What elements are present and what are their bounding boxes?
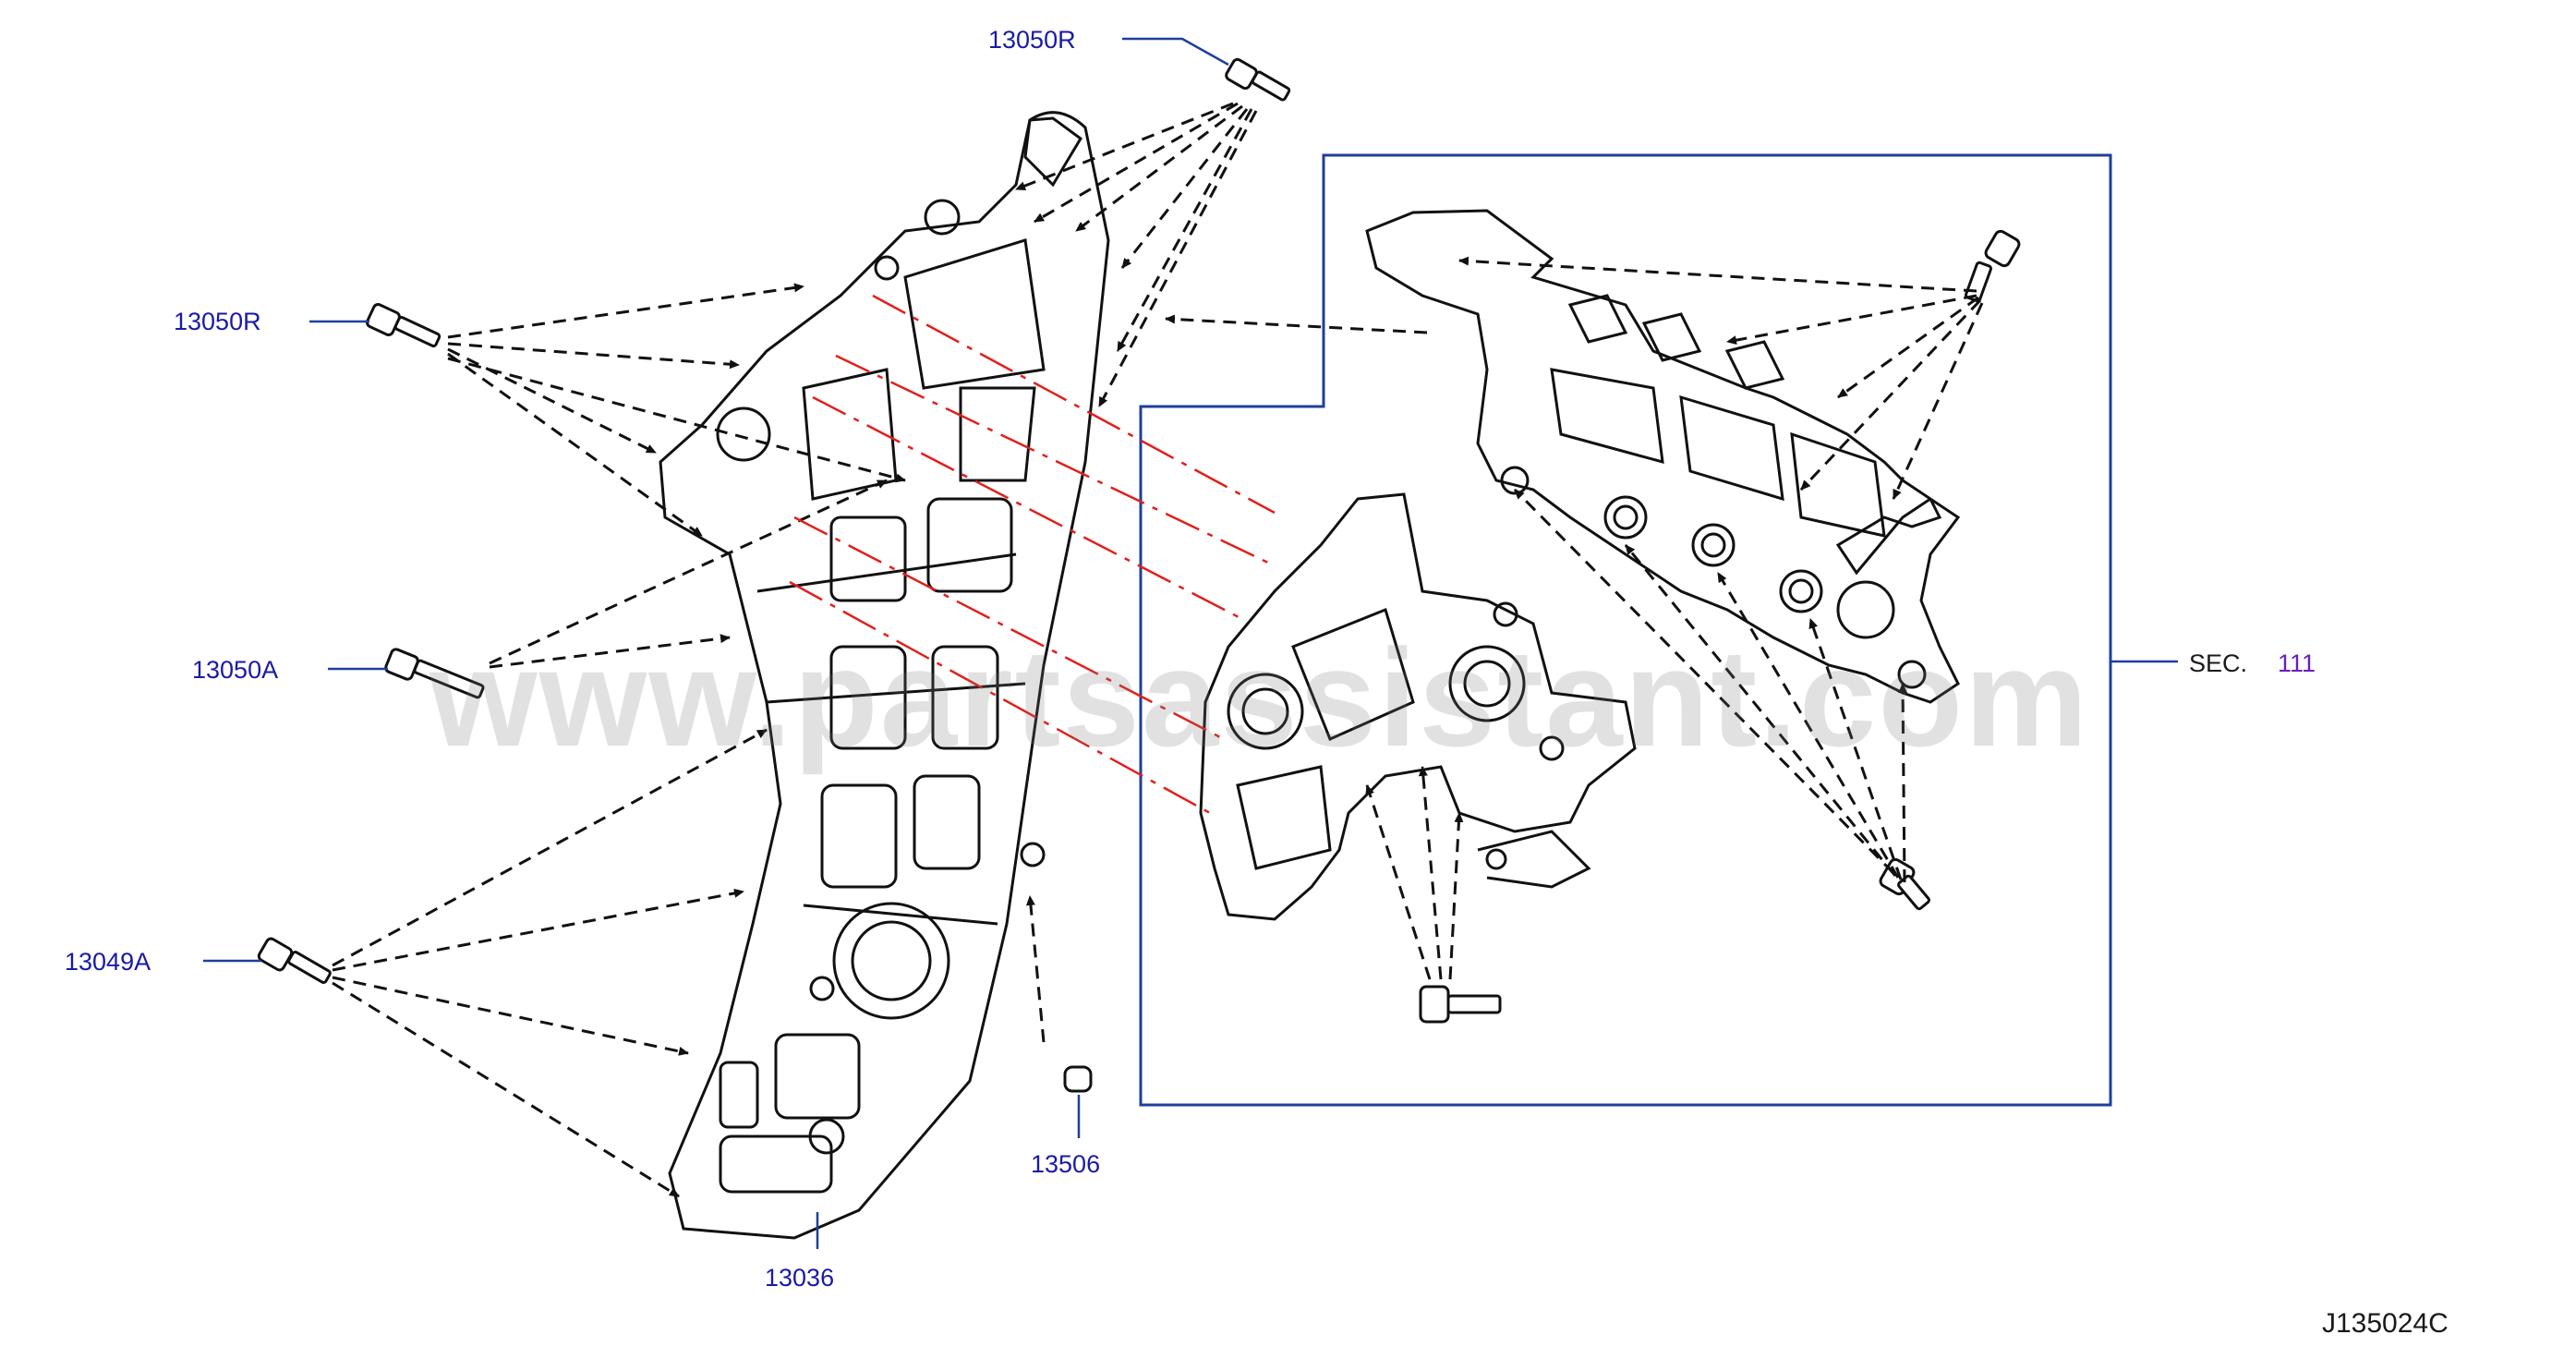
oil-pump-part xyxy=(1199,492,1637,921)
label-13036: 13036 xyxy=(765,1264,835,1292)
section-prefix: SEC. xyxy=(2189,649,2248,677)
bolt-top xyxy=(1225,57,1291,102)
cylinder-head-part xyxy=(1365,209,1961,704)
section-frame xyxy=(1139,153,2112,1107)
bolt-left-upper xyxy=(366,303,441,348)
bolt-left-lower xyxy=(257,937,332,984)
alignment-lines xyxy=(789,294,1276,815)
label-13050r-top: 13050R xyxy=(988,26,1076,54)
section-number[interactable]: 111 xyxy=(2278,649,2316,677)
label-13049a: 13049A xyxy=(65,948,151,976)
label-13050a: 13050A xyxy=(192,656,279,684)
watermark: www.partsassistant.com xyxy=(429,620,2090,775)
drawing-code: J135024C xyxy=(2322,1308,2449,1339)
front-cover-part xyxy=(659,111,1110,1240)
plug-13506 xyxy=(1063,1065,1093,1093)
bolt-left-mid xyxy=(384,648,485,699)
label-13506: 13506 xyxy=(1031,1150,1101,1178)
label-13050r-left: 13050R xyxy=(174,308,261,335)
dashed-arrows xyxy=(332,102,1984,1198)
bolt-pump xyxy=(1419,985,1502,1024)
label-leaders xyxy=(203,37,1229,1249)
